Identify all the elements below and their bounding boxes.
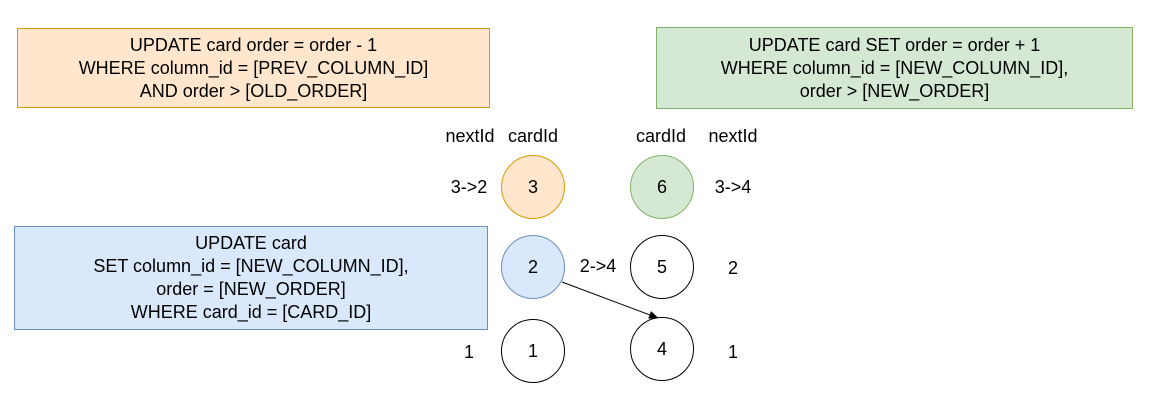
right-next-label-6: 3->4	[714, 177, 752, 197]
left-card-node-1: 1	[501, 319, 565, 383]
right-card-node-6: 6	[630, 155, 694, 219]
edge-2-to-4	[561, 281, 659, 319]
new-column-update-line-3: order > [NEW_ORDER]	[799, 80, 990, 101]
card-update-line-1: UPDATE card	[195, 233, 307, 253]
prev-column-update-line-1: UPDATE card order = order - 1	[129, 34, 378, 55]
prev-column-update-line-2: WHERE column_id = [PREV_COLUMN_ID]	[78, 57, 429, 78]
left-card-node-3: 3	[501, 155, 565, 219]
card-update-line-4: WHERE card_id = [CARD_ID]	[130, 302, 372, 322]
right-next-id-header: nextId	[708, 126, 758, 146]
prev-column-update-box: UPDATE card order = order - 1 WHERE colu…	[17, 28, 490, 108]
right-card-node-5: 5	[630, 235, 694, 299]
new-column-update-line-1: UPDATE card SET order = order + 1	[748, 34, 1041, 55]
left-next-label-3: 3->2	[450, 177, 488, 197]
left-next-id-header: nextId	[445, 126, 495, 146]
left-card-node-2: 2	[501, 235, 565, 299]
card-update-line-3: order = [NEW_ORDER]	[156, 279, 346, 299]
right-card-node-4: 4	[630, 317, 694, 381]
right-next-label-4: 1	[727, 342, 739, 362]
new-column-update-box: UPDATE card SET order = order + 1 WHERE …	[656, 27, 1133, 109]
left-next-label-2: 2->4	[579, 256, 617, 276]
card-update-box: UPDATE card SET column_id = [NEW_COLUMN_…	[14, 226, 488, 330]
left-card-id-header: cardId	[507, 126, 559, 146]
right-next-label-5: 2	[727, 258, 739, 278]
card-update-line-2: SET column_id = [NEW_COLUMN_ID],	[93, 256, 409, 276]
left-next-label-1: 1	[463, 342, 475, 362]
new-column-update-line-2: WHERE column_id = [NEW_COLUMN_ID],	[720, 57, 1069, 78]
prev-column-update-line-3: AND order > [OLD_ORDER]	[139, 80, 368, 101]
right-card-id-header: cardId	[635, 126, 687, 146]
